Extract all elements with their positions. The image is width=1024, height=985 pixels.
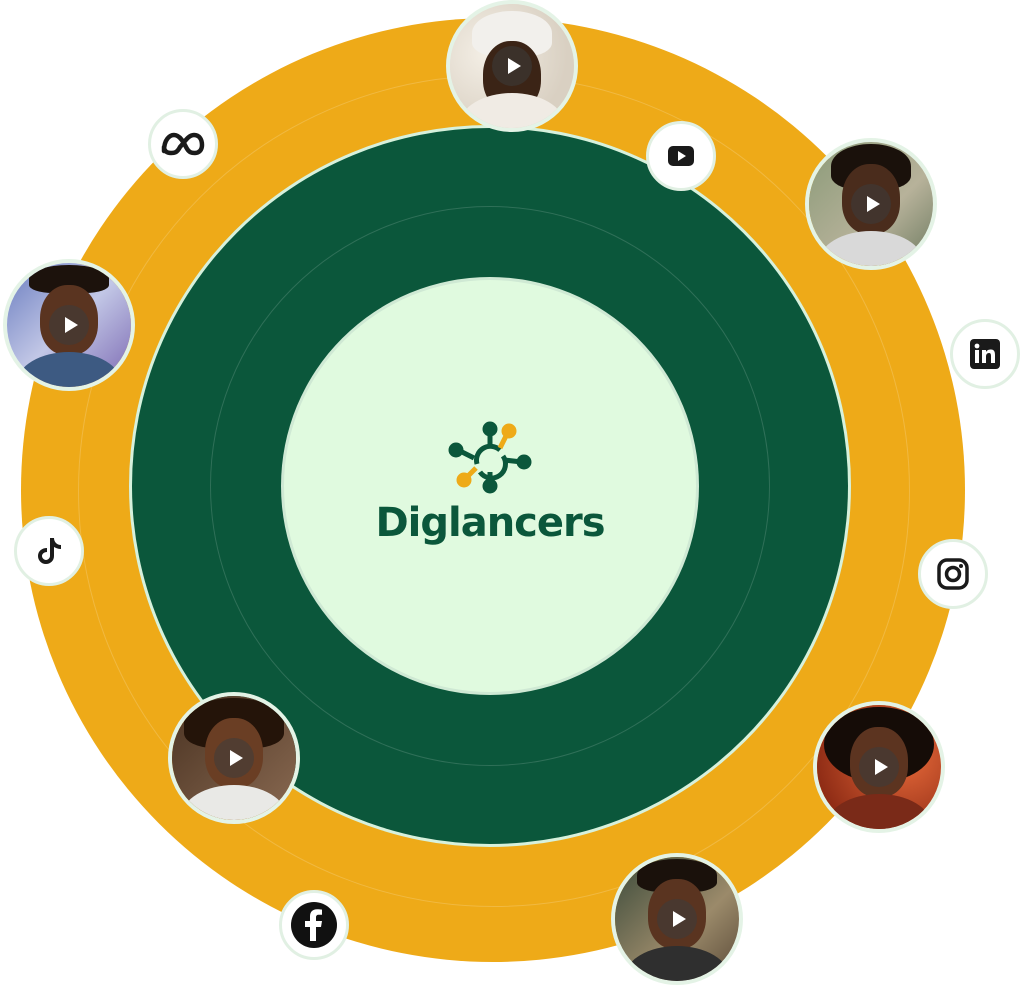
tiktok-icon — [38, 538, 61, 564]
linkedin-icon — [970, 339, 1000, 369]
play-button[interactable] — [492, 46, 532, 86]
video-testimonial-4[interactable] — [168, 692, 300, 824]
instagram-link[interactable] — [918, 539, 988, 609]
play-button[interactable] — [851, 184, 891, 224]
play-icon — [64, 317, 78, 333]
video-testimonial-3[interactable] — [3, 259, 135, 391]
play-icon — [507, 58, 521, 74]
facebook-link[interactable] — [279, 890, 349, 960]
video-testimonial-2[interactable] — [805, 138, 937, 270]
play-button[interactable] — [859, 747, 899, 787]
meta-link[interactable] — [148, 109, 218, 179]
play-button[interactable] — [214, 738, 254, 778]
middle-ring-guide — [210, 206, 770, 766]
youtube-icon — [668, 146, 694, 166]
play-icon — [874, 759, 888, 775]
instagram-icon — [937, 558, 969, 590]
brand-name: Diglancers — [375, 500, 605, 546]
video-testimonial-6[interactable] — [611, 853, 743, 985]
meta-icon — [161, 132, 205, 156]
video-testimonial-1[interactable] — [446, 0, 578, 132]
play-icon — [866, 196, 880, 212]
play-icon — [229, 750, 243, 766]
linkedin-link[interactable] — [950, 319, 1020, 389]
tiktok-link[interactable] — [14, 516, 84, 586]
play-icon — [672, 911, 686, 927]
video-testimonial-5[interactable] — [813, 701, 945, 833]
network-nodes-icon — [448, 421, 532, 494]
facebook-icon — [291, 902, 337, 948]
play-button[interactable] — [49, 305, 89, 345]
youtube-link[interactable] — [646, 121, 716, 191]
play-button[interactable] — [657, 899, 697, 939]
